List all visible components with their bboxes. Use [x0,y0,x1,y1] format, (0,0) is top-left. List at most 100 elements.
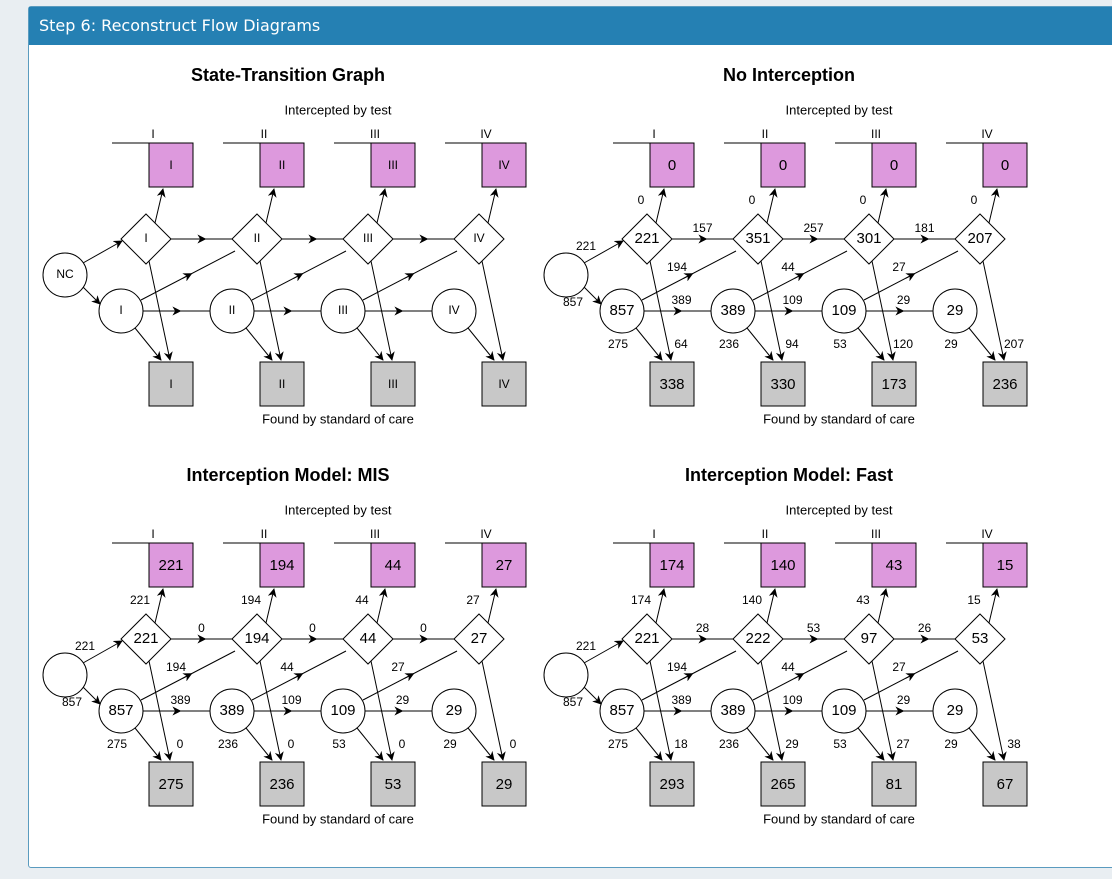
circle-value: 389 [219,702,244,719]
edge-nc-to-diamond [583,240,624,264]
diamond-value: IV [473,231,484,245]
edge-to-intercepted [877,188,889,224]
edge-label-d-to-d: 0 [198,621,205,635]
stage-label: III [871,527,881,541]
diamond-node [954,213,1006,265]
intercepted-box [481,142,527,188]
edge-nc-to-diamond [583,640,624,664]
edge-nc-to-diamond [82,240,123,264]
edge-nc-to-circle [583,686,602,705]
nc-node [543,252,589,298]
edge-label-d-to-d: 26 [918,621,932,635]
intercepted-value: 174 [659,557,684,574]
intercepted-box [649,542,695,588]
edge-to-intercepted [877,588,889,624]
panel-title: State-Transition Graph [191,65,385,85]
edge-label-nc-to-circle: 857 [563,695,583,709]
stage-label: II [762,527,769,541]
stage-label: II [261,527,268,541]
edge-label-circle-to-bottom: 53 [332,737,346,751]
edge-nc-to-circle [583,286,602,305]
panel-title: Interception Model: MIS [186,465,389,485]
found-box [481,761,527,807]
diamond-node [231,613,283,665]
intercepted-caption: Intercepted by test [786,102,893,117]
found-box [760,761,806,807]
found-caption: Found by standard of care [262,811,414,826]
intercepted-value: II [279,158,286,172]
edge-label-d-to-d: 0 [420,621,427,635]
diamond-node [954,613,1006,665]
edge-label-diamond-to-bottom: 94 [785,337,799,351]
edge-label-to-top: 15 [967,593,981,607]
edge-label-c-to-d: 194 [166,660,186,674]
edge-nc-to-diamond [82,640,123,664]
intercepted-box [982,542,1028,588]
edge-circle-to-found [356,727,384,761]
nc-node [543,652,589,698]
edge-circle-to-found [134,727,162,761]
found-box [760,361,806,407]
edge-circle-to-diamond-head [905,673,916,682]
intercepted-value: 27 [496,557,513,574]
intercepted-caption: Intercepted by test [786,502,893,517]
intercepted-box [649,142,695,188]
edge-label-circle-to-bottom: 53 [833,737,847,751]
found-caption: Found by standard of care [763,811,915,826]
circle-value: 109 [330,702,355,719]
edge-label-to-top: 140 [742,593,762,607]
diamond-node [231,213,283,265]
edge-diamond-to-found [481,260,506,361]
edge-to-intercepted [766,588,778,624]
edge-label-to-top: 0 [971,193,978,207]
edge-label-c-to-d: 27 [892,660,906,674]
edge-label-diamond-to-bottom: 0 [177,737,184,751]
edge-to-intercepted [655,188,667,224]
edge-circle-to-diamond-head [794,673,805,682]
nc-node [42,652,88,698]
edge-label-diamond-to-bottom: 207 [1004,337,1024,351]
edge-circle-to-diamond-head [794,273,805,282]
edge-label-circle-to-bottom: 275 [608,737,628,751]
edge-label-c-to-c: 109 [782,293,802,307]
edge-label-diamond-to-bottom: 64 [674,337,688,351]
edge-to-intercepted [487,188,499,224]
edge-label-nc-to-diamond: 221 [576,639,596,653]
found-box [148,761,194,807]
intercepted-box [259,142,305,188]
edge-label-circle-to-bottom: 53 [833,337,847,351]
intercepted-box [370,142,416,188]
intercepted-value: 43 [886,557,903,574]
stage-label: IV [480,527,491,541]
edge-circle-to-found [746,327,774,361]
circle-value: 29 [446,702,463,719]
stage-label: II [762,127,769,141]
diamond-value: 97 [861,630,878,647]
diamond-value: II [254,231,261,245]
edge-to-intercepted [376,188,388,224]
diamond-node [120,213,172,265]
edge-label-diamond-to-bottom: 0 [510,737,517,751]
stage-label: I [652,127,655,141]
diamond-node [843,213,895,265]
diamond-value: I [144,231,147,245]
edge-label-c-to-d: 44 [280,660,294,674]
circle-value: 389 [720,302,745,319]
edge-circle-to-found [245,727,273,761]
edge-circle-to-found [857,727,885,761]
edge-label-c-to-d: 44 [781,660,795,674]
edge-label-diamond-to-bottom: 29 [785,737,799,751]
edge-label-c-to-c: 389 [671,293,691,307]
intercepted-value: 0 [1001,157,1009,174]
circle-value: III [338,303,348,317]
nc-label: NC [56,267,74,281]
found-value: 236 [269,776,294,793]
diamond-value: 53 [972,630,989,647]
stage-label: IV [981,127,992,141]
edge-label-circle-to-bottom: 236 [719,337,739,351]
edge-label-nc-to-circle: 857 [62,695,82,709]
intercepted-box [871,142,917,188]
edge-label-diamond-to-bottom: 0 [288,737,295,751]
intercepted-caption: Intercepted by test [285,102,392,117]
found-value: III [388,377,398,391]
